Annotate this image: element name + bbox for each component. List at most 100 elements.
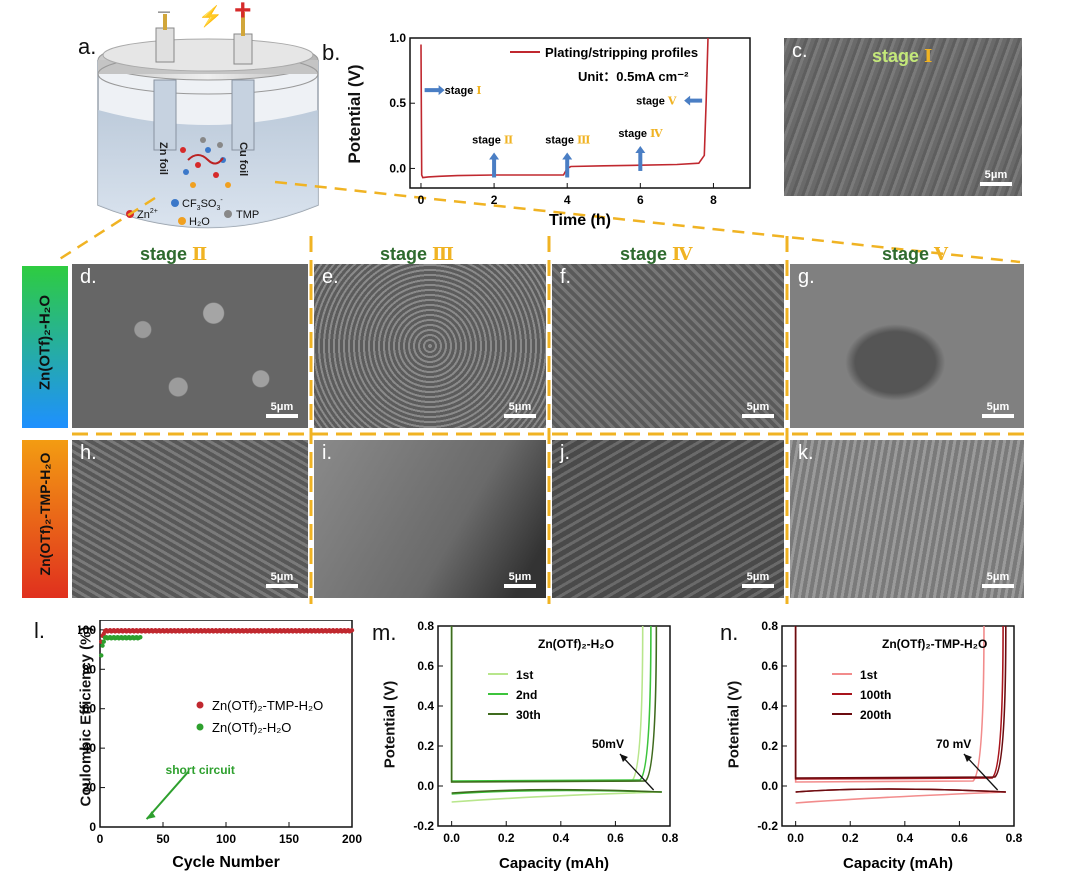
y-tick-label: 0.0	[389, 161, 406, 175]
svg-text:CF3SO3-: CF3SO3-	[182, 197, 223, 212]
y-tick-label: 1.0	[389, 31, 406, 45]
x-tick-label: 0.8	[1006, 831, 1023, 845]
y-tick-label: 0.2	[761, 739, 778, 753]
x-tick-label: 0.4	[896, 831, 913, 845]
sem-image-f: f. 5μm	[552, 264, 784, 428]
panel-label-m: m.	[372, 620, 397, 645]
legend-marker	[196, 723, 204, 731]
y-tick-label: 60	[83, 702, 97, 716]
legend-text: 200th	[860, 708, 891, 722]
x-tick-label: 50	[156, 832, 170, 846]
series-line-discharge	[795, 788, 1006, 793]
y-tick-label: 0	[89, 820, 96, 834]
arrow-head	[562, 152, 573, 160]
arrow-head	[635, 145, 646, 153]
x-tick-label: 0.8	[662, 831, 679, 845]
y-tick-label: 100	[78, 623, 96, 637]
series-points-tmp	[99, 628, 355, 644]
y-tick-label: 0.5	[389, 96, 406, 110]
stage-header-2: stage Ⅱ	[140, 244, 208, 265]
arrow-head	[619, 754, 628, 762]
arrow-head	[684, 95, 691, 106]
stage-header-4: stage Ⅳ	[620, 244, 693, 265]
y-tick-label: 0.6	[761, 659, 778, 673]
plot-title: Zn(OTf)₂-H₂O	[538, 637, 614, 651]
stage-annotation: stage Ⅳ	[618, 127, 663, 140]
short-circuit-arrow	[145, 771, 189, 820]
y-tick-label: 20	[83, 781, 97, 795]
arrow-head	[963, 754, 972, 762]
row-label-bottom: Zn(OTf)₂-TMP-H₂O	[22, 440, 68, 598]
data-point	[99, 653, 104, 658]
sem-image-i: i. 5μm	[314, 440, 546, 598]
series-line-discharge	[451, 791, 662, 803]
y-tick-label: -0.2	[757, 819, 778, 833]
sem-image-h: h. 5μm	[72, 440, 308, 598]
plot-title: Zn(OTf)₂-TMP-H₂O	[882, 637, 987, 651]
arrow-head	[146, 811, 156, 820]
legend-text: 2nd	[516, 688, 537, 702]
panel-label-a: a.	[78, 34, 97, 59]
plot-frame	[409, 37, 751, 189]
legend-text: Plating/stripping profiles	[545, 45, 698, 60]
unit-text: Unit：0.5mA cm⁻²	[578, 69, 689, 84]
x-tick-label: 0	[97, 832, 104, 846]
callout-lines	[54, 180, 1021, 264]
data-point	[349, 628, 355, 633]
stage-annotation: stage Ⅲ	[545, 133, 590, 146]
annotation-label: 50mV	[592, 737, 624, 751]
legend-text: 100th	[860, 688, 891, 702]
x-tick-label: 0	[418, 193, 425, 207]
x-tick-label: 0.2	[498, 831, 515, 845]
ion-dots	[180, 137, 231, 188]
minus-terminal-label: —	[158, 4, 170, 18]
x-tick-label: 4	[564, 193, 571, 207]
y-tick-label: 0.0	[761, 779, 778, 793]
zn-foil-label: Zn foil	[157, 142, 169, 175]
annotation-arrow	[963, 753, 999, 791]
sem-image-d: d. 5μm	[72, 264, 308, 428]
x-tick-label: 0.0	[787, 831, 804, 845]
x-axis-label: Capacity (mAh)	[843, 855, 953, 872]
legend-text: Zn(OTf)₂-TMP-H₂O	[212, 698, 323, 713]
x-tick-label: 150	[279, 832, 299, 846]
series-line-discharge	[795, 791, 1006, 804]
legend-h2o: H₂O	[189, 216, 210, 228]
x-tick-label: 8	[710, 193, 717, 207]
legend-marker	[196, 701, 204, 709]
series-line-charge	[794, 625, 985, 783]
row-label-top: Zn(OTf)₂-H₂O	[22, 266, 68, 428]
y-tick-label: 0.8	[761, 619, 778, 633]
panel-label-l: l.	[34, 618, 45, 643]
series-line-charge	[450, 625, 652, 782]
stage-label-c: stage Ⅰ	[872, 46, 933, 67]
data-point	[101, 639, 106, 644]
y-tick-label: 0.4	[761, 699, 778, 713]
y-tick-label: -0.2	[413, 819, 434, 833]
cu-foil-label: Cu foil	[237, 142, 249, 176]
scale-bar: 5μm	[980, 169, 1012, 186]
panel-label-n: n.	[720, 620, 739, 645]
legend-text: Zn(OTf)₂-H₂O	[212, 720, 291, 735]
stage-annotation: stage Ⅰ	[445, 84, 482, 97]
x-tick-label: 200	[342, 832, 362, 846]
series-line-charge	[794, 625, 1004, 780]
x-tick-label: 100	[216, 832, 236, 846]
panel-label-b: b.	[322, 40, 341, 65]
legend-text: 30th	[516, 708, 541, 722]
x-axis-label: Time (h)	[549, 212, 611, 229]
y-tick-label: 0.0	[417, 779, 434, 793]
plot-frame	[781, 625, 1015, 827]
plus-terminal-label: +	[234, 0, 252, 27]
x-tick-label: 0.6	[951, 831, 968, 845]
x-tick-label: 0.2	[842, 831, 859, 845]
stage-annotation: stage Ⅴ	[636, 95, 677, 108]
sem-image-e: e. 5μm	[314, 264, 546, 428]
y-tick-label: 0.8	[417, 619, 434, 633]
annotation-label: 70 mV	[936, 737, 971, 751]
stage-annotation: stage Ⅱ	[472, 133, 513, 146]
stage-header-5: stage Ⅴ	[882, 244, 949, 265]
